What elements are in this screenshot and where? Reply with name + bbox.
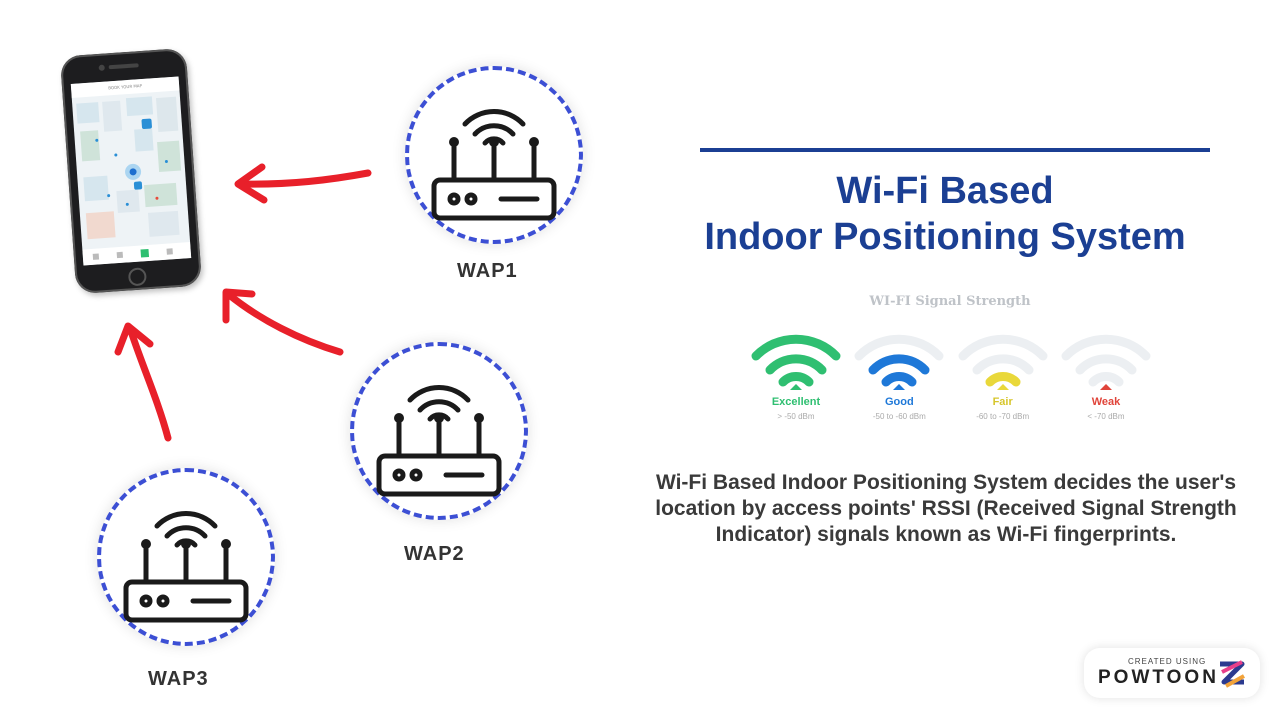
powtoon-badge: CREATED USING POWTOON	[1084, 648, 1260, 698]
signal-level-weak: Weak < -70 dBm	[1056, 326, 1156, 421]
router-icon	[376, 385, 502, 497]
wap1-circle	[405, 66, 583, 244]
wifi-signal-icon	[1061, 334, 1151, 390]
arrow-wap2-head	[222, 288, 256, 324]
signal-level-range: < -70 dBm	[1087, 412, 1125, 421]
wap3-circle	[97, 468, 275, 646]
signal-level-fair: Fair -60 to -70 dBm	[953, 326, 1053, 421]
signal-level-excellent: Excellent > -50 dBm	[746, 326, 846, 421]
signal-level-range: -50 to -60 dBm	[872, 412, 926, 421]
smartphone: BOOK YOUR MAP	[59, 47, 203, 295]
arrow-wap1-to-phone	[236, 169, 372, 188]
router-icon	[431, 109, 557, 221]
created-using-text: CREATED USING	[1128, 657, 1207, 666]
camera-icon	[98, 64, 105, 71]
signal-level-name: Good	[884, 396, 914, 408]
wap2-circle	[350, 342, 528, 520]
arrow-wap3-head	[114, 322, 154, 356]
app-nav-bar	[82, 242, 192, 266]
wap2-label: WAP2	[404, 543, 465, 565]
title-rule	[700, 148, 1210, 152]
powtoon-logo-icon	[1220, 660, 1245, 688]
page-title: Wi-Fi Based Indoor Positioning System	[640, 168, 1250, 260]
wap1-label: WAP1	[457, 260, 518, 282]
phone-screen: BOOK YOUR MAP	[70, 76, 192, 266]
arrow-wap1-head	[234, 163, 268, 204]
signal-level-name: Weak	[1091, 396, 1121, 408]
signal-level-good: Good -50 to -60 dBm	[849, 326, 949, 421]
description-text: Wi-Fi Based Indoor Positioning System de…	[655, 471, 1237, 546]
wap3-label: WAP3	[148, 668, 209, 690]
signal-level-range: > -50 dBm	[777, 412, 815, 421]
signal-level-name: Excellent	[771, 396, 821, 408]
wifi-signal-icon	[751, 334, 841, 390]
home-button	[127, 267, 148, 287]
signal-level-range: -60 to -70 dBm	[976, 412, 1030, 421]
title-line-1: Wi-Fi Based	[836, 170, 1054, 212]
indoor-map	[76, 96, 182, 240]
signal-strength-title: WI-FI Signal Strength	[869, 294, 1031, 309]
brand-text: POWTOON	[1098, 667, 1219, 688]
speaker-grille	[108, 63, 139, 70]
wifi-signal-icon	[854, 334, 944, 390]
arrow-wap3-to-phone	[126, 324, 172, 442]
arrow-wap2-to-phone	[224, 290, 344, 356]
signal-levels: Excellent > -50 dBm Good -50 to -60 dBm Fair…	[746, 326, 1156, 436]
title-line-2: Indoor Positioning System	[704, 216, 1186, 258]
wifi-signal-icon	[958, 334, 1048, 390]
signal-level-name: Fair	[992, 396, 1013, 408]
router-icon	[123, 511, 249, 623]
